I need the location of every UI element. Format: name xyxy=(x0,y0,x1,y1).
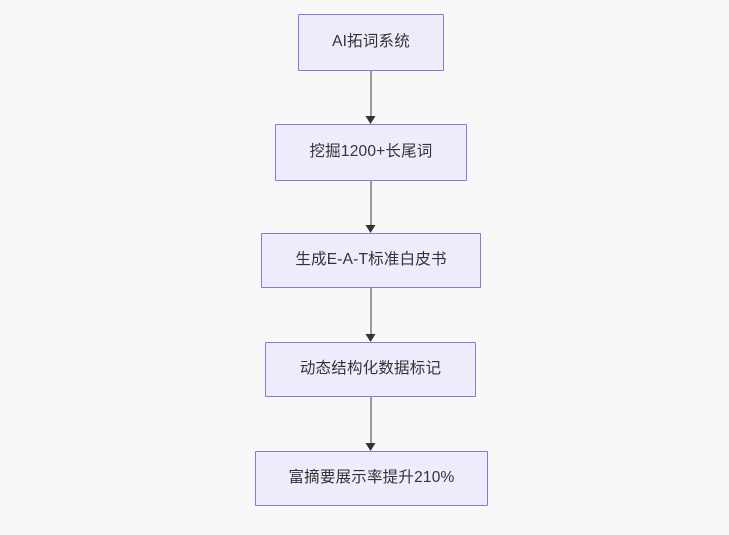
edge-line xyxy=(370,397,372,444)
flow-node-label: 动态结构化数据标记 xyxy=(299,360,442,378)
flow-node-rich-snippet-impression-lift[interactable]: 富摘要展示率提升210% xyxy=(255,451,488,506)
arrowhead-icon xyxy=(365,116,376,124)
flow-node-label: 挖掘1200+长尾词 xyxy=(309,143,433,161)
flow-node-label: 生成E-A-T标准白皮书 xyxy=(295,251,447,269)
flow-node-label: 富摘要展示率提升210% xyxy=(288,469,455,487)
arrowhead-icon xyxy=(365,334,376,342)
flow-node-dynamic-structured-data-markup[interactable]: 动态结构化数据标记 xyxy=(265,342,476,397)
arrowhead-icon xyxy=(365,225,376,233)
edge-line xyxy=(370,288,372,335)
edge-line xyxy=(370,181,372,226)
edge-line xyxy=(370,71,372,117)
arrowhead-icon xyxy=(365,443,376,451)
flow-node-mine-longtail-keywords[interactable]: 挖掘1200+长尾词 xyxy=(275,124,467,181)
flow-node-label: AI拓词系统 xyxy=(332,33,410,51)
flow-node-generate-eat-whitepaper[interactable]: 生成E-A-T标准白皮书 xyxy=(261,233,481,288)
flow-node-ai-keyword-system[interactable]: AI拓词系统 xyxy=(298,14,444,71)
